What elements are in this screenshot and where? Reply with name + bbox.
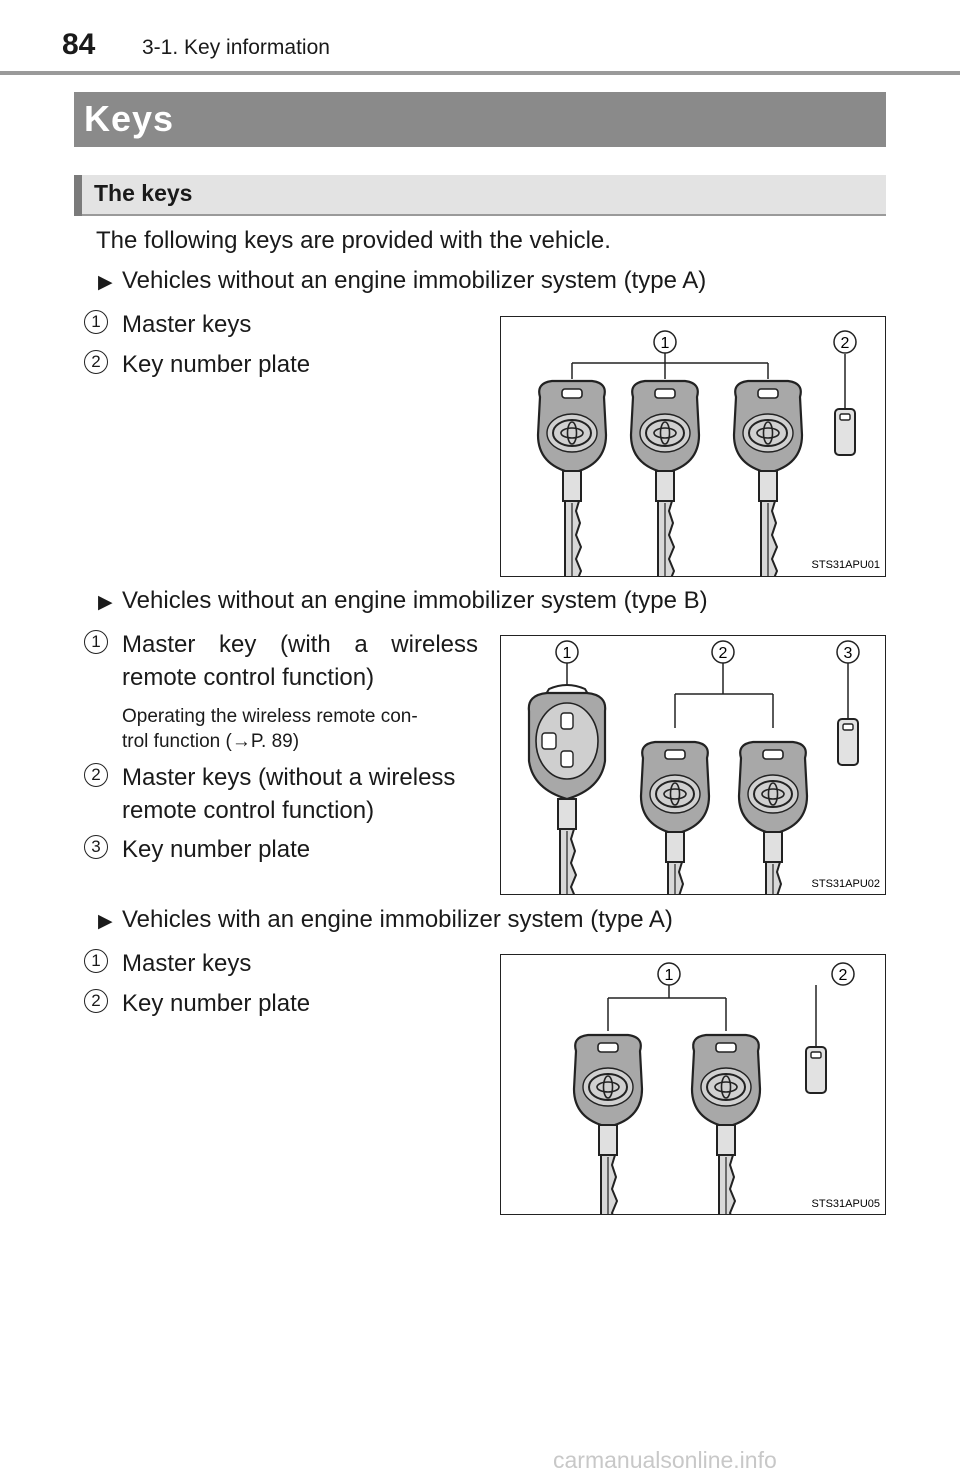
group-heading: Vehicles without an engine immobilizer s… (122, 267, 707, 294)
key-illustration-figure: 1 2 3 STS31APU02 (500, 635, 886, 895)
item-label: Master keys (without a wireless (122, 764, 456, 791)
figure-code: STS31APU02 (812, 878, 880, 890)
item-label: Master key (with a wireless (122, 631, 478, 658)
group-heading: Vehicles with an engine immobilizer syst… (122, 906, 673, 933)
figure-callout: 2 (719, 645, 728, 662)
title-bar (74, 92, 886, 147)
item-label: remote control function) (122, 797, 375, 824)
group-heading: Vehicles without an engine immobilizer s… (122, 587, 708, 614)
figure-code: STS31APU05 (812, 1198, 880, 1210)
subtitle-bar (74, 175, 886, 216)
keys-drawing: 1 2 3 STS31APU02 (527, 640, 880, 894)
figure-callout: 2 (841, 335, 850, 352)
figure-callout: 2 (839, 967, 848, 984)
subtitle: The keys (94, 180, 193, 206)
bullet-icon: ▶ (98, 911, 113, 932)
item-number-badge: 1 (84, 949, 108, 973)
figure-callout: 1 (563, 645, 572, 662)
item-label: Key number plate (122, 836, 311, 863)
subtitle-accent (74, 175, 82, 216)
item-number-badge: 1 (84, 310, 108, 334)
bullet-icon: ▶ (98, 592, 113, 613)
page-title: Keys (84, 98, 175, 139)
keys-drawing: 1 2 STS31APU01 (501, 330, 880, 576)
item-number-badge: 2 (84, 350, 108, 374)
key-illustration-figure: 1 2 STS31APU01 (500, 316, 886, 577)
item-label: Master keys (122, 311, 252, 338)
item-number-badge: 3 (84, 835, 108, 859)
item-note: Operating the wireless remote con- (122, 706, 418, 727)
key-illustration-figure: 1 2 STS31APU05 (500, 954, 886, 1215)
watermark: carmanualsonline.info (553, 1447, 777, 1473)
bullet-icon: ▶ (98, 272, 113, 293)
intro-text: The following keys are provided with the… (96, 227, 611, 254)
header-rule (0, 71, 960, 75)
keys-drawing: 1 2 STS31APU05 (501, 962, 880, 1214)
item-number-badge: 2 (84, 763, 108, 787)
page-number: 84 (62, 28, 96, 61)
item-label: Key number plate (122, 990, 311, 1017)
item-label: Key number plate (122, 351, 311, 378)
item-note: trol function (→P. 89) (122, 731, 300, 752)
figure-callout: 1 (661, 335, 670, 352)
item-label: remote control function) (122, 664, 375, 691)
section-breadcrumb: 3-1. Key information (142, 36, 330, 59)
figure-code: STS31APU01 (812, 559, 880, 571)
item-number-badge: 2 (84, 989, 108, 1013)
figure-callout: 3 (844, 645, 853, 662)
item-label: Master keys (122, 950, 252, 977)
figure-callout: 1 (665, 967, 674, 984)
item-number-badge: 1 (84, 630, 108, 654)
